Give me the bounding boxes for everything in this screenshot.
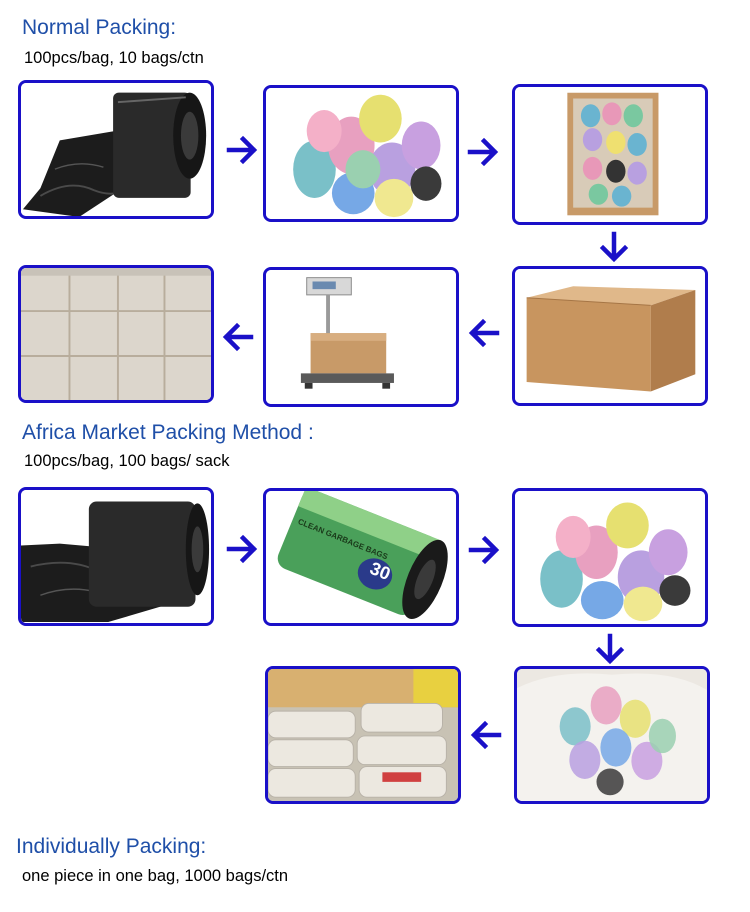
photo-labeled-roll: CLEAN GARBAGE BAGS 30: [263, 488, 459, 626]
photo-black-bag-roll: [18, 487, 214, 626]
arrow-icon: [466, 532, 502, 568]
photo-colored-rolls: [263, 85, 459, 222]
photo-sealed-carton: [512, 266, 708, 406]
arrow-icon: [224, 132, 260, 168]
photo-stacked-cartons: [18, 265, 214, 403]
normal-packing-title: Normal Packing:: [22, 16, 177, 39]
africa-packing-title: Africa Market Packing Method :: [22, 421, 314, 444]
arrow-icon: [465, 134, 501, 170]
arrow-icon: [468, 717, 504, 753]
arrow-icon: [466, 315, 502, 351]
normal-packing-subtitle: 100pcs/bag, 10 bags/ctn: [24, 49, 204, 67]
photo-rolls-in-sack: [514, 666, 710, 804]
africa-packing-subtitle: 100pcs/bag, 100 bags/ sack: [24, 452, 230, 470]
arrow-icon: [596, 229, 632, 265]
photo-stacked-sacks: [265, 666, 461, 804]
arrow-icon: [220, 319, 256, 355]
photo-black-bag-roll: [18, 80, 214, 219]
photo-rolls-in-carton: [512, 84, 708, 225]
arrow-icon: [224, 531, 260, 567]
photo-carton-on-scale: [263, 267, 459, 407]
individual-packing-subtitle: one piece in one bag, 1000 bags/ctn: [22, 867, 289, 885]
photo-colored-rolls: [512, 488, 708, 627]
arrow-icon: [592, 631, 628, 667]
individual-packing-title: Individually Packing:: [16, 835, 207, 858]
